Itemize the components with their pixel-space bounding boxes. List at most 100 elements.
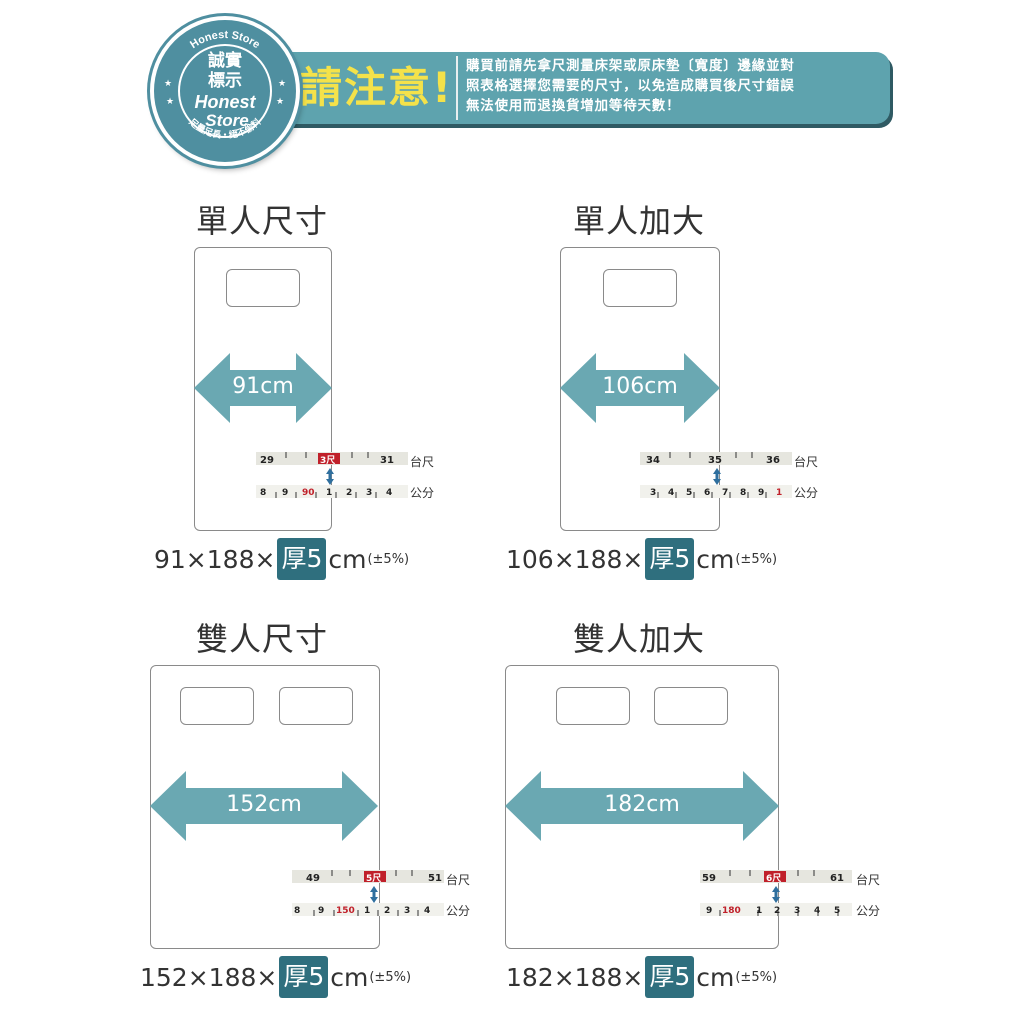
dimensions-double-plus: 182×188× 厚5 cm (±5%) — [506, 956, 777, 998]
dim-unit: cm — [330, 962, 369, 992]
width-arrow-double-plus — [505, 771, 779, 841]
svg-text:★: ★ — [166, 97, 174, 107]
tape-measure-double-plus: 59 6尺 61 9 180 1 2 3 4 5 — [700, 870, 852, 916]
notice-title: 請注意! — [300, 63, 454, 112]
tape-measure-single: 29 3尺 31 8 9 90 1 2 3 4 — [256, 452, 408, 498]
tape-bottom-label: 4 — [668, 488, 674, 498]
width-arrow-single-plus — [560, 353, 720, 423]
tape-bottom-label: 9 — [318, 906, 324, 916]
tape-bottom-label: 3 — [404, 906, 410, 916]
tape-top-label: 61 — [830, 873, 844, 884]
tape-top-label: 29 — [260, 455, 274, 466]
tape-bottom-label: 2 — [384, 906, 390, 916]
tape-bottom-label: 180 — [722, 906, 741, 916]
notice-line: 照表格選擇您需要的尺寸，以免造成購買後尺寸錯誤 — [466, 79, 795, 94]
pillow — [556, 687, 630, 725]
unit-taichi: 台尺 — [410, 455, 435, 469]
tape-bottom-label: 1 — [364, 906, 370, 916]
tape-bottom-label: 4 — [814, 906, 820, 916]
bed-title-single-plus: 單人加大 — [573, 202, 706, 240]
tape-top-label: 31 — [380, 455, 394, 466]
unit-taichi: 台尺 — [856, 873, 881, 887]
tape-top-label: 36 — [766, 455, 780, 466]
seal-stars: ★ ★ ★ ★ — [164, 79, 286, 107]
notice-line: 購買前請先拿尺測量床架或原床墊〔寬度〕邊緣並對 — [466, 59, 795, 74]
seal-line1: 誠實 — [208, 50, 242, 71]
width-label-single: 91cm — [232, 374, 294, 399]
notice-line: 無法使用而退換貨增加等待天數！ — [466, 99, 681, 114]
pillow — [603, 269, 677, 307]
unit-gongfen: 公分 — [410, 486, 435, 500]
tape-bottom-label: 8 — [294, 906, 300, 916]
tape-bottom-label: 2 — [346, 488, 352, 498]
tape-bottom-label: 8 — [740, 488, 746, 498]
seal-brand1: Honest — [194, 92, 256, 112]
tape-measure-single-plus: 34 35 36 3 4 5 6 7 8 9 1 — [640, 452, 792, 498]
width-label-double: 152cm — [226, 792, 302, 817]
bed-title-single: 單人尺寸 — [196, 202, 329, 240]
tape-bottom-label: 90 — [302, 488, 315, 498]
bed-title-double-plus: 雙人加大 — [573, 620, 706, 658]
bed-title-double: 雙人尺寸 — [196, 620, 329, 658]
tape-top-label: 35 — [708, 455, 722, 466]
tape-bottom-label: 3 — [794, 906, 800, 916]
width-arrow-double — [150, 771, 378, 841]
tape-top-label: 6尺 — [766, 873, 781, 884]
dim-prefix: 152×188× — [140, 962, 278, 992]
seal-line2: 標示 — [208, 70, 242, 91]
tape-top-label: 49 — [306, 873, 320, 884]
width-label-single-plus: 106cm — [602, 374, 678, 399]
tape-top-label: 5尺 — [366, 873, 381, 884]
tape-bottom-label: 9 — [282, 488, 288, 498]
thickness-badge: 厚5 — [279, 956, 329, 998]
tape-bottom-label: 3 — [366, 488, 372, 498]
pillow — [226, 269, 300, 307]
dim-tolerance: (±5%) — [369, 969, 412, 985]
pillow — [654, 687, 728, 725]
tape-bottom-label: 3 — [650, 488, 656, 498]
width-arrow-single — [194, 353, 332, 423]
seal-ring-text: Honest Store — [188, 29, 262, 51]
tape-bottom-label: 4 — [386, 488, 392, 498]
dimensions-single-plus: 106×188× 厚5 cm (±5%) — [506, 538, 777, 580]
tape-top-label: 51 — [428, 873, 442, 884]
notice-text: 購買前請先拿尺測量床架或原床墊〔寬度〕邊緣並對 照表格選擇您需要的尺寸，以免造成… — [466, 57, 884, 117]
seal-graphic: Honest Store 足量足長・絕不偷料 誠實 標示 Honest Stor… — [164, 29, 286, 141]
unit-taichi: 台尺 — [794, 455, 819, 469]
tape-bottom-label: 8 — [260, 488, 266, 498]
tape-bottom-label: 1 — [326, 488, 332, 498]
pillow — [180, 687, 254, 725]
seal-brand2: Store — [205, 111, 248, 130]
tape-bottom-label: 9 — [758, 488, 764, 498]
dimensions-double: 152×188× 厚5 cm (±5%) — [140, 956, 411, 998]
tape-bottom-label: 5 — [686, 488, 692, 498]
unit-taichi: 台尺 — [446, 873, 471, 887]
notice-banner — [222, 52, 890, 124]
tape-measure-double: 49 5尺 51 8 9 150 1 2 3 4 — [292, 870, 444, 916]
svg-text:★: ★ — [164, 79, 172, 89]
dimensions-single: 91×188× 厚5 cm (±5%) — [154, 538, 409, 580]
unit-gongfen: 公分 — [794, 486, 819, 500]
thickness-badge: 厚5 — [645, 538, 695, 580]
tape-bottom-label: 2 — [774, 906, 780, 916]
tape-bottom-label: 1 — [776, 488, 782, 498]
dim-unit: cm — [696, 544, 735, 574]
pillow — [279, 687, 353, 725]
svg-text:★: ★ — [278, 79, 286, 89]
dim-tolerance: (±5%) — [367, 551, 410, 567]
dim-prefix: 182×188× — [506, 962, 644, 992]
unit-gongfen: 公分 — [856, 904, 881, 918]
dim-prefix: 106×188× — [506, 544, 644, 574]
tape-bottom-label: 5 — [834, 906, 840, 916]
tape-bottom-label: 7 — [722, 488, 728, 498]
svg-text:Honest Store: Honest Store — [188, 29, 262, 51]
tape-bottom-label: 4 — [424, 906, 430, 916]
tape-bottom-label: 6 — [704, 488, 710, 498]
unit-gongfen: 公分 — [446, 904, 471, 918]
tape-bottom-label: 1 — [756, 906, 762, 916]
honest-store-seal: Honest Store 足量足長・絕不偷料 誠實 標示 Honest Stor… — [150, 16, 300, 166]
tape-bottom-label: 9 — [706, 906, 712, 916]
tape-bottom-label: 150 — [336, 906, 355, 916]
thickness-badge: 厚5 — [645, 956, 695, 998]
tape-top-label: 34 — [646, 455, 660, 466]
